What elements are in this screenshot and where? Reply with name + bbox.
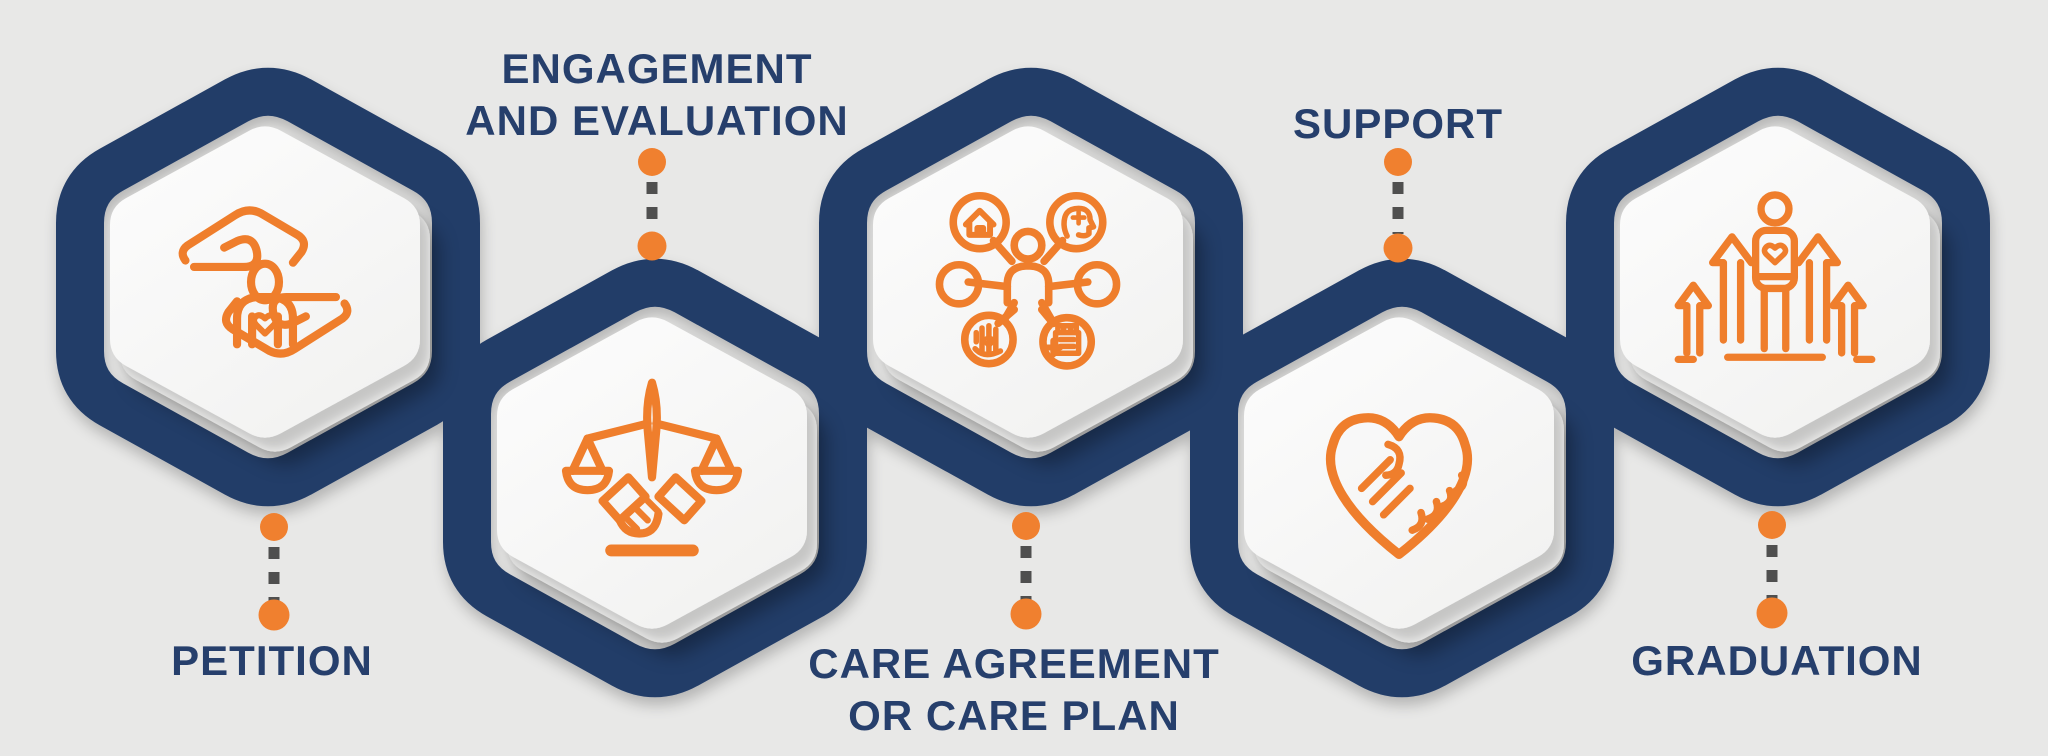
step-label-line: CARE AGREEMENT [808, 640, 1220, 687]
step-label-support: SUPPORT [1198, 98, 1598, 150]
connector-dot [258, 599, 290, 631]
connector-step-2 [637, 148, 667, 261]
connector-step-4 [1383, 148, 1413, 263]
step-label-line: GRADUATION [1631, 637, 1923, 684]
heart-handshake-icon [1325, 413, 1473, 560]
connector-dot [1383, 233, 1413, 263]
step-label-graduation: GRADUATION [1577, 635, 1977, 687]
step-label-line: OR CARE PLAN [848, 692, 1180, 739]
connector-dot [1758, 511, 1786, 539]
step-label-line: SUPPORT [1292, 100, 1504, 147]
connector-step-5 [1756, 511, 1788, 629]
connector-dot [1010, 598, 1042, 630]
step-label-care-agreement-or-care-plan: CARE AGREEMENT OR CARE PLAN [764, 638, 1264, 742]
connector-step-3 [1010, 512, 1042, 630]
person-support-network-icon [935, 191, 1121, 370]
connector-dot [1756, 597, 1788, 629]
connector-dot [1012, 512, 1040, 540]
connector-dot [638, 148, 666, 176]
step-label-line: AND EVALUATION [465, 97, 849, 144]
step-label-line: ENGAGEMENT [501, 45, 813, 92]
step-label-engagement-and-evaluation: ENGAGEMENT AND EVALUATION [407, 43, 907, 147]
step-label-petition: PETITION [72, 635, 472, 687]
connector-dot [1384, 148, 1412, 176]
hands-holding-person-icon [178, 206, 352, 358]
justice-scales-handshake-icon [561, 378, 743, 557]
hexagon-tiles [110, 126, 1940, 643]
person-growth-arrows-icon [1674, 191, 1876, 364]
step-label-line: PETITION [171, 637, 373, 684]
connector-dot [637, 231, 667, 261]
connectors [258, 148, 1788, 631]
connector-step-1 [258, 513, 290, 631]
connector-dot [260, 513, 288, 541]
